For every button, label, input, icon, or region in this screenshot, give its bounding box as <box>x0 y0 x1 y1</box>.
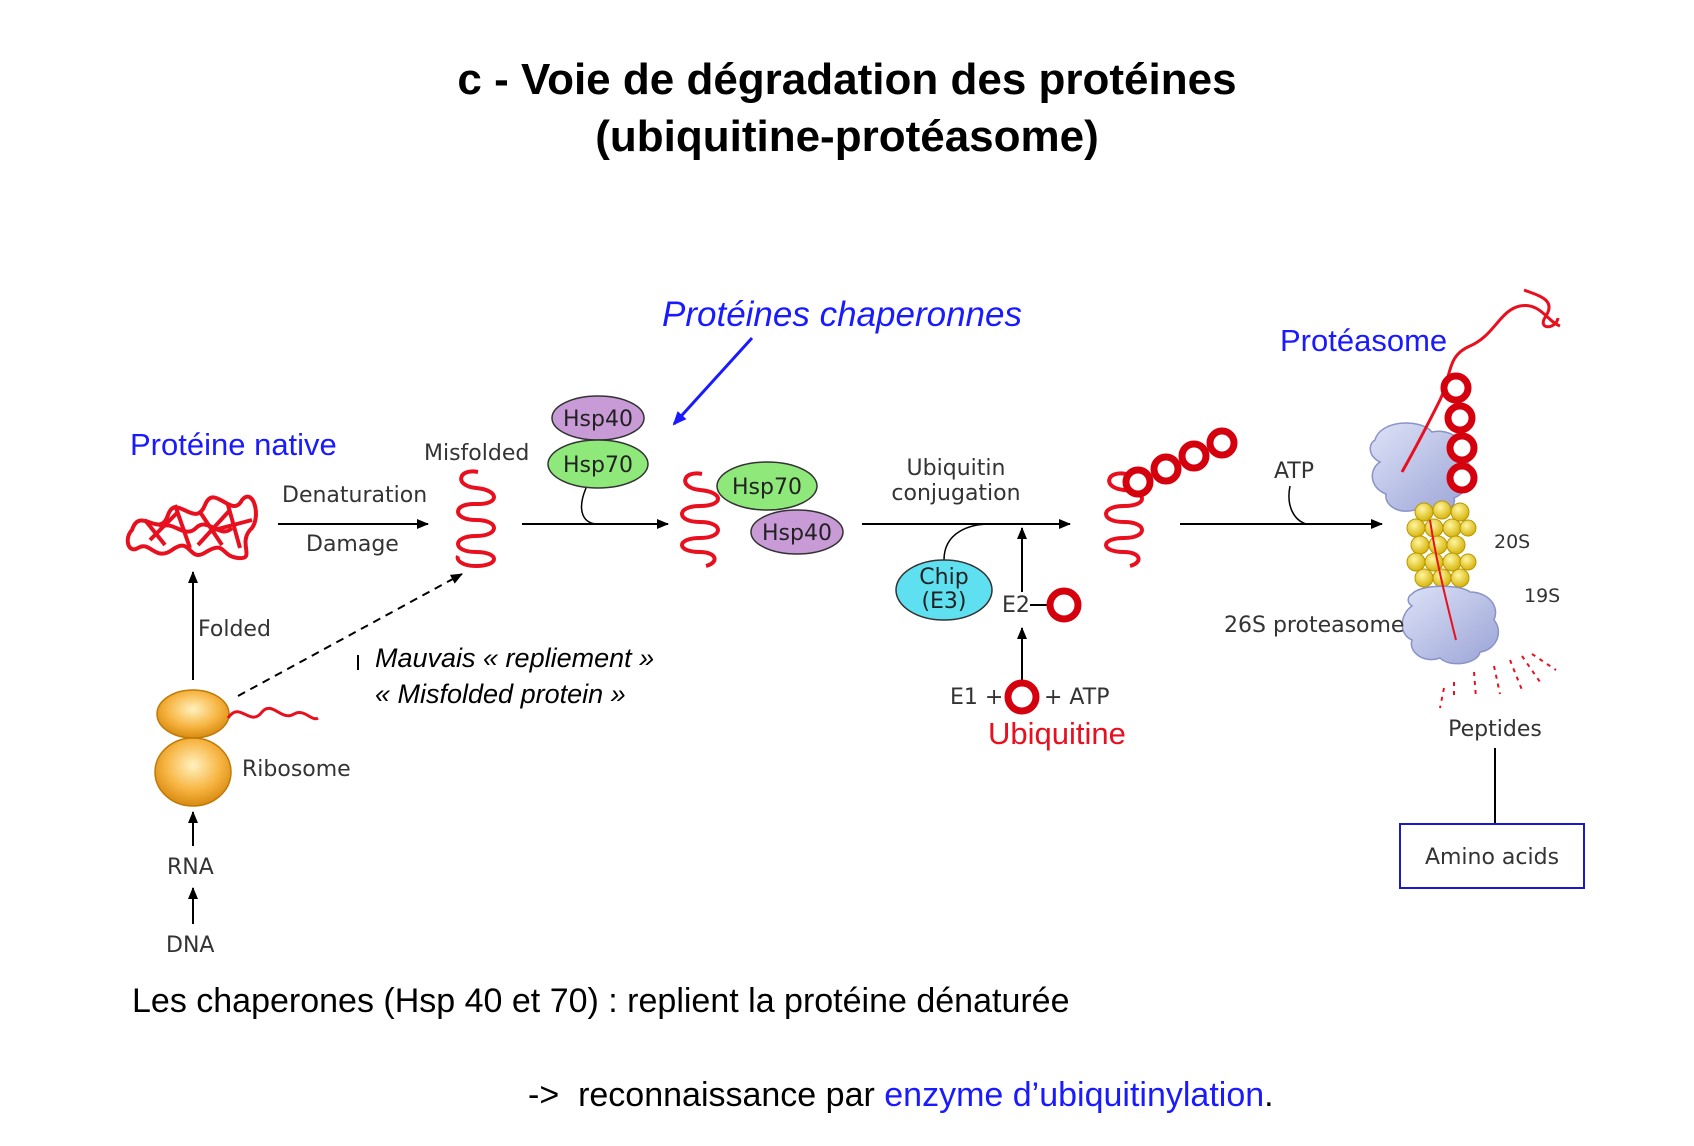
s19-label: 19S <box>1524 585 1560 607</box>
chip-e3-icon <box>895 559 993 621</box>
e2-ubiquitin-icon <box>1046 587 1082 623</box>
hsp70-top-icon <box>547 439 649 489</box>
proteasome-26s-icon <box>1369 288 1561 665</box>
s20-label: 20S <box>1494 531 1530 553</box>
chaperonnes-pointer-arrow <box>672 336 754 426</box>
peptides-icon <box>1439 653 1557 709</box>
proteasome-26s-label: 26S proteasome <box>1224 613 1404 638</box>
denaturation-label: Denaturation <box>282 483 427 508</box>
polyubiquitinated-protein-icon <box>1104 471 1144 568</box>
page-title-line2: (ubiquitine-protéasome) <box>595 112 1099 161</box>
proteasome-ubiquitin-chain-icon <box>1440 372 1478 494</box>
peptides-label: Peptides <box>1448 717 1542 742</box>
caption-highlight-enzyme: enzyme d’ubiquitinylation <box>884 1076 1265 1114</box>
misfolded-protein-label: « Misfolded protein » <box>375 679 626 709</box>
chaperone-binding-curve <box>580 487 599 525</box>
caption-line1: Les chaperones (Hsp 40 et 70) : replient… <box>132 982 1070 1020</box>
chaperone-bound-protein-icon <box>680 471 720 568</box>
e1-ubiquitin-icon <box>1004 679 1040 715</box>
rna-label: RNA <box>167 855 214 880</box>
atp-curve <box>1288 485 1307 525</box>
ribosome-label: Ribosome <box>242 757 351 782</box>
hsp70-top-label: Hsp70 <box>563 453 633 478</box>
caption-line2-prefix: -> reconnaissance par <box>528 1076 885 1114</box>
misfolded-protein-icon <box>455 469 496 569</box>
hsp40-bound-icon <box>750 509 844 555</box>
mauvais-repliement-label: Mauvais « repliement » <box>375 643 654 673</box>
e1-plus-label: E1 + <box>950 685 1003 710</box>
amino-acids-label: Amino acids <box>1425 845 1559 870</box>
annotation-ubiquitine: Ubiquitine <box>988 716 1126 751</box>
native-protein-icon <box>125 494 258 561</box>
annotation-proteasome: Protéasome <box>1280 323 1447 358</box>
amino-acids-box <box>1399 823 1585 889</box>
ubiquitin-conjugation-label-2: conjugation <box>891 481 1020 506</box>
chip-label: Chip <box>919 565 968 590</box>
hsp40-bound-label: Hsp40 <box>762 521 832 546</box>
chip-binding-curve <box>943 523 991 561</box>
caption-line2-suffix: . <box>1264 1076 1274 1114</box>
annotation-proteine-native: Protéine native <box>130 427 337 462</box>
hsp40-top-label: Hsp40 <box>563 407 633 432</box>
hsp70-bound-icon <box>716 461 818 511</box>
caption-line2: -> reconnaissance par enzyme d’ubiquitin… <box>528 1076 1274 1115</box>
folded-label: Folded <box>198 617 271 642</box>
ribosome-icon <box>154 689 319 807</box>
annotation-proteines-chaperonnes: Protéines chaperonnes <box>662 295 1022 334</box>
misfolded-label: Misfolded <box>424 441 529 466</box>
e3-label: (E3) <box>921 589 966 614</box>
plus-atp-label: + ATP <box>1044 685 1109 710</box>
atp-label: ATP <box>1274 459 1314 484</box>
polyubiquitin-chain-icon <box>1122 427 1238 498</box>
e2-label: E2 <box>1002 593 1030 618</box>
damage-label: Damage <box>306 532 399 557</box>
page-title-line1: c - Voie de dégradation des protéines <box>457 55 1237 104</box>
hsp70-bound-label: Hsp70 <box>732 475 802 500</box>
dna-label: DNA <box>166 933 214 958</box>
misfolding-dashed-arrow <box>237 573 463 697</box>
ubiquitin-conjugation-label-1: Ubiquitin <box>907 456 1006 481</box>
